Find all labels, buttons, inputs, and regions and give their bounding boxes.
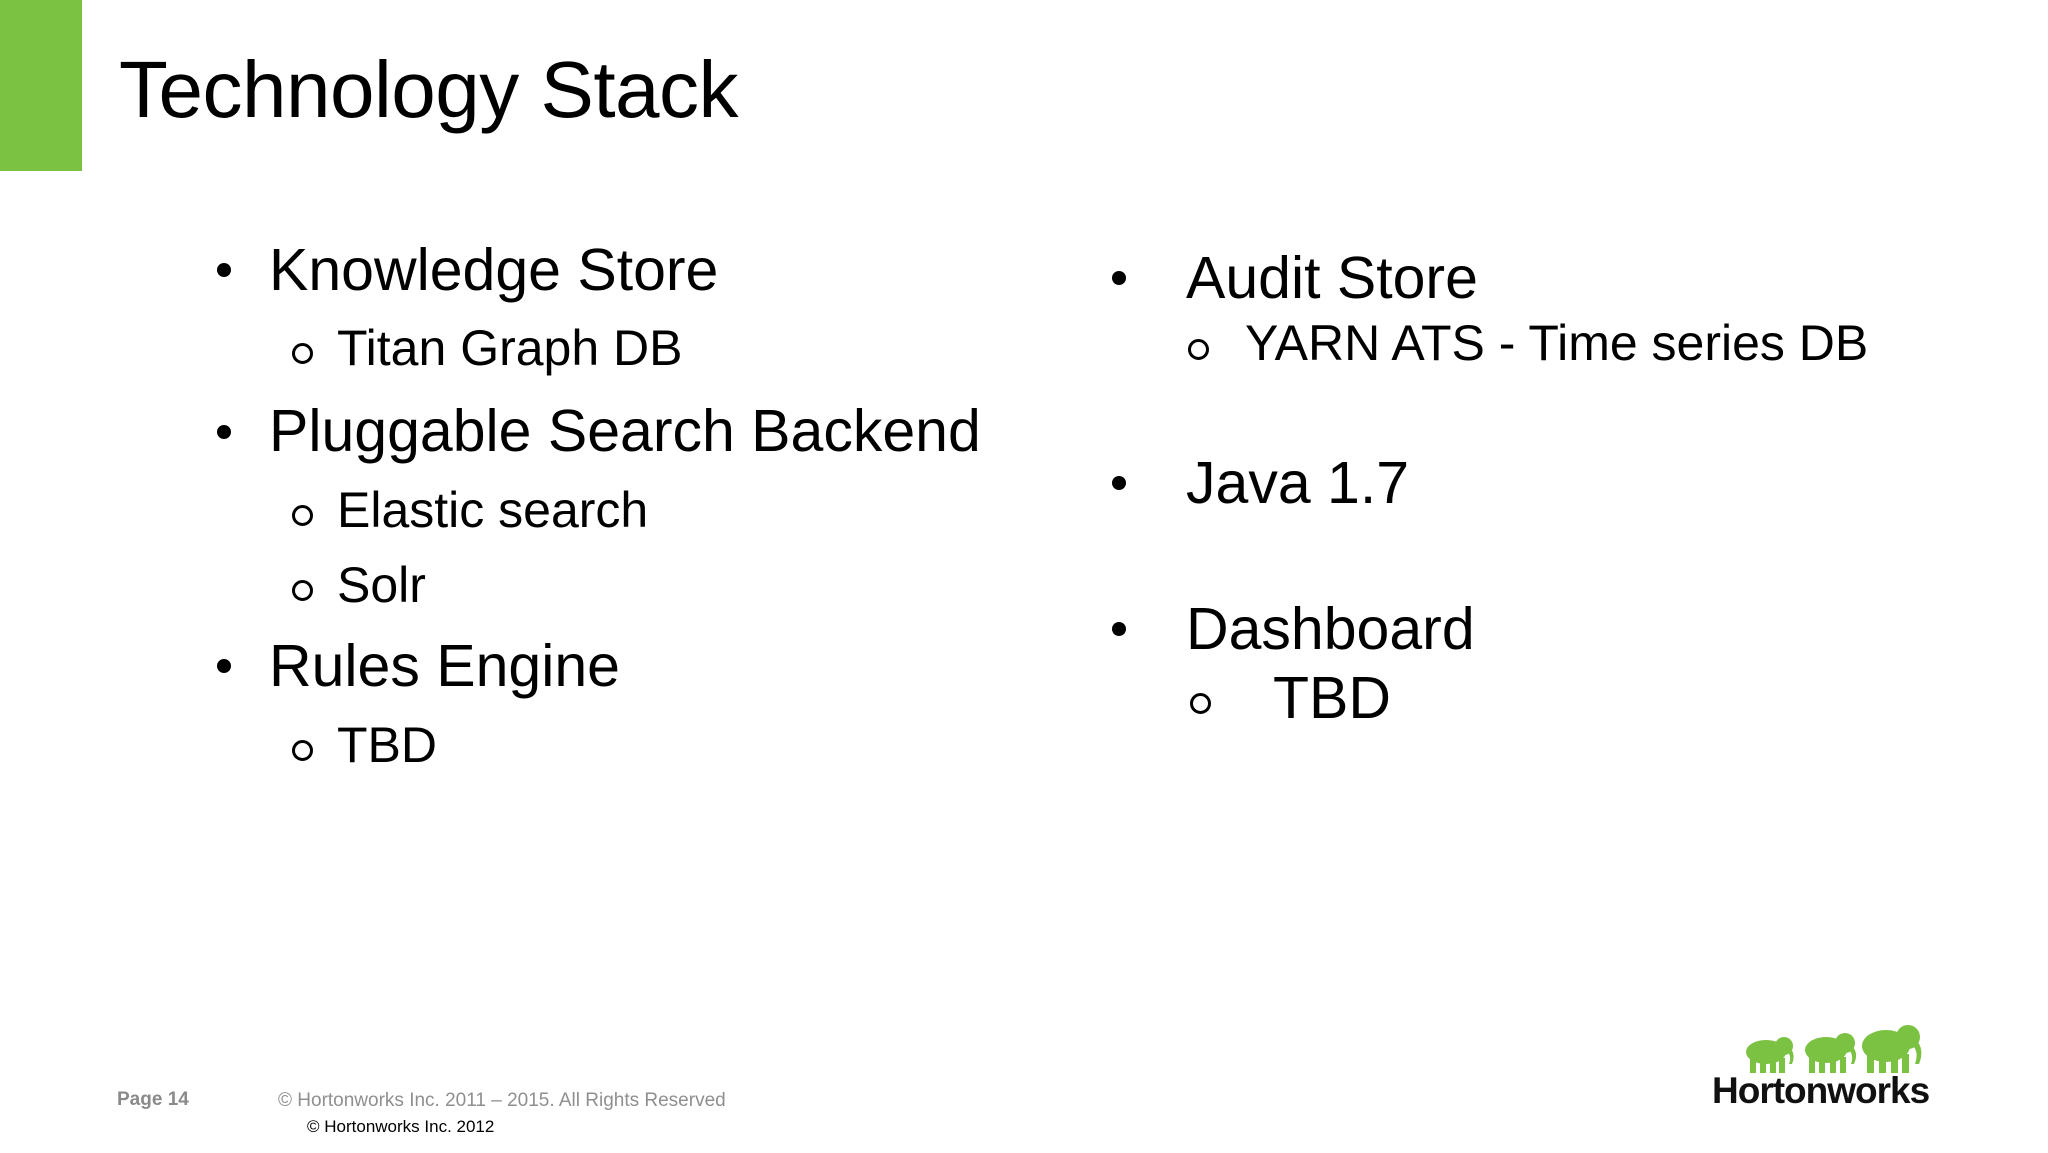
circle-bullet-icon	[292, 343, 313, 364]
circle-bullet-icon	[292, 505, 313, 526]
circle-bullet-icon	[292, 740, 313, 761]
slide-title: Technology Stack	[119, 45, 739, 134]
footer-copyright-secondary: © Hortonworks Inc. 2012	[307, 1117, 495, 1136]
circle-bullet-icon	[292, 580, 313, 601]
sub-bullet-titan-graph-db: Titan Graph DB	[337, 320, 683, 376]
bullet-icon	[1112, 476, 1126, 490]
sub-bullet-dashboard-tbd: TBD	[1273, 665, 1391, 731]
bullet-audit-store: Audit Store	[1186, 245, 1478, 311]
bullet-icon	[217, 425, 231, 439]
logo-wordmark: Hortonworks	[1712, 1070, 1930, 1111]
circle-bullet-icon	[1190, 693, 1211, 714]
sub-bullet-tbd: TBD	[337, 717, 437, 773]
page-number: Page 14	[117, 1089, 189, 1110]
accent-bar	[0, 0, 82, 171]
circle-bullet-icon	[1188, 339, 1209, 360]
bullet-icon	[217, 659, 231, 673]
elephants-logo-icon	[1746, 1025, 1922, 1073]
bullet-icon	[1112, 622, 1126, 636]
bullet-knowledge-store: Knowledge Store	[269, 237, 719, 303]
bullet-icon	[217, 263, 231, 277]
bullet-rules-engine: Rules Engine	[269, 633, 620, 699]
footer-copyright: © Hortonworks Inc. 2011 – 2015. All Righ…	[278, 1090, 726, 1111]
bullet-java: Java 1.7	[1186, 450, 1410, 516]
sub-bullet-yarn-ats: YARN ATS - Time series DB	[1245, 315, 1869, 371]
hortonworks-logo: Hortonworks	[1712, 1022, 1932, 1114]
sub-bullet-solr: Solr	[337, 557, 426, 613]
bullet-dashboard: Dashboard	[1186, 596, 1475, 662]
bullet-icon	[1112, 271, 1126, 285]
sub-bullet-elastic-search: Elastic search	[337, 482, 649, 538]
bullet-pluggable-search-backend: Pluggable Search Backend	[269, 398, 981, 464]
